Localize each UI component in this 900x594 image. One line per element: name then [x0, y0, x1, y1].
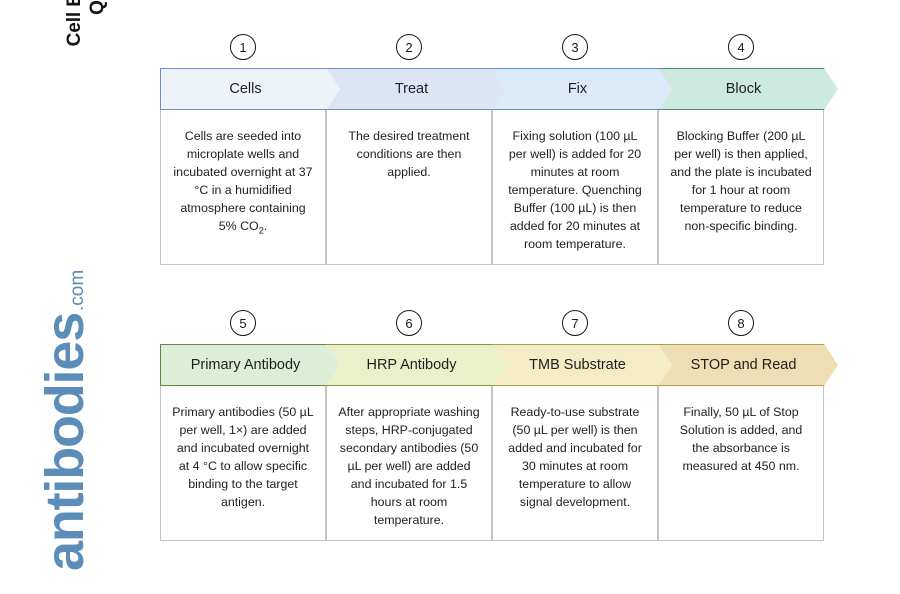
step-body-8: Finally, 50 µL of Stop Solution is added…: [658, 386, 824, 541]
step-body-2: The desired treatment conditions are the…: [326, 110, 492, 265]
step-number-label: 6: [405, 315, 413, 331]
step-header-8[interactable]: STOP and Read: [658, 344, 838, 386]
logo-wordmark: antibodies: [35, 312, 95, 571]
step-header-label: Block: [725, 81, 762, 97]
step-number-label: 5: [239, 315, 247, 331]
step-body-text: Ready-to-use substrate (50 µL per well) …: [508, 405, 642, 509]
step-header-7[interactable]: TMB Substrate: [492, 344, 672, 386]
step-header-label: STOP and Read: [690, 357, 797, 373]
step-number-label: 2: [405, 39, 413, 55]
step-number-3: 3: [562, 34, 588, 60]
step-number-label: 1: [239, 39, 247, 55]
step-body-text: Primary antibodies (50 µL per well, 1×) …: [172, 405, 314, 509]
step-number-7: 7: [562, 310, 588, 336]
page-title: Cell Based ELISA Kits Quick Protocol: [58, 0, 114, 78]
step-body-5: Primary antibodies (50 µL per well, 1×) …: [160, 386, 326, 541]
step-number-label: 3: [571, 39, 579, 55]
step-body-4: Blocking Buffer (200 µL per well) is the…: [658, 110, 824, 265]
logo-tld: .com: [67, 269, 88, 311]
step-number-8: 8: [728, 310, 754, 336]
step-number-2: 2: [396, 34, 422, 60]
step-number-5: 5: [230, 310, 256, 336]
step-header-label: HRP Antibody: [366, 357, 457, 373]
step-header-label: Cells: [229, 81, 262, 97]
branding-column: Cell Based ELISA Kits Quick Protocol ant…: [0, 0, 158, 594]
step-header-label: Fix: [567, 81, 588, 97]
step-header-label: TMB Substrate: [529, 357, 626, 373]
step-body-text: Blocking Buffer (200 µL per well) is the…: [670, 129, 812, 233]
step-number-label: 8: [737, 315, 745, 331]
step-number-label: 7: [571, 315, 579, 331]
step-number-label: 4: [737, 39, 745, 55]
step-number-4: 4: [728, 34, 754, 60]
step-body-6: After appropriate washing steps, HRP-con…: [326, 386, 492, 541]
step-body-text: The desired treatment conditions are the…: [348, 129, 470, 179]
step-body-text: Cells are seeded into microplate wells a…: [173, 129, 313, 236]
step-body-1: Cells are seeded into microplate wells a…: [160, 110, 326, 265]
step-header-2[interactable]: Treat: [326, 68, 506, 110]
step-header-label: Treat: [394, 81, 429, 97]
step-body-text: After appropriate washing steps, HRP-con…: [338, 405, 480, 527]
step-body-7: Ready-to-use substrate (50 µL per well) …: [492, 386, 658, 541]
step-header-4[interactable]: Block: [658, 68, 838, 110]
step-header-3[interactable]: Fix: [492, 68, 672, 110]
step-header-6[interactable]: HRP Antibody: [326, 344, 506, 386]
step-body-text: Fixing solution (100 µL per well) is add…: [508, 129, 642, 251]
step-number-1: 1: [230, 34, 256, 60]
step-header-label: Primary Antibody: [190, 357, 301, 373]
step-body-text: Finally, 50 µL of Stop Solution is added…: [679, 405, 803, 473]
step-body-3: Fixing solution (100 µL per well) is add…: [492, 110, 658, 265]
step-header-5[interactable]: Primary Antibody: [160, 344, 340, 386]
logo: antibodies .com: [14, 270, 134, 582]
step-number-6: 6: [396, 310, 422, 336]
page-title-line-1: Cell Based ELISA Kits: [63, 0, 86, 46]
step-header-1[interactable]: Cells: [160, 68, 340, 110]
page-title-line-2: Quick Protocol: [86, 0, 109, 15]
